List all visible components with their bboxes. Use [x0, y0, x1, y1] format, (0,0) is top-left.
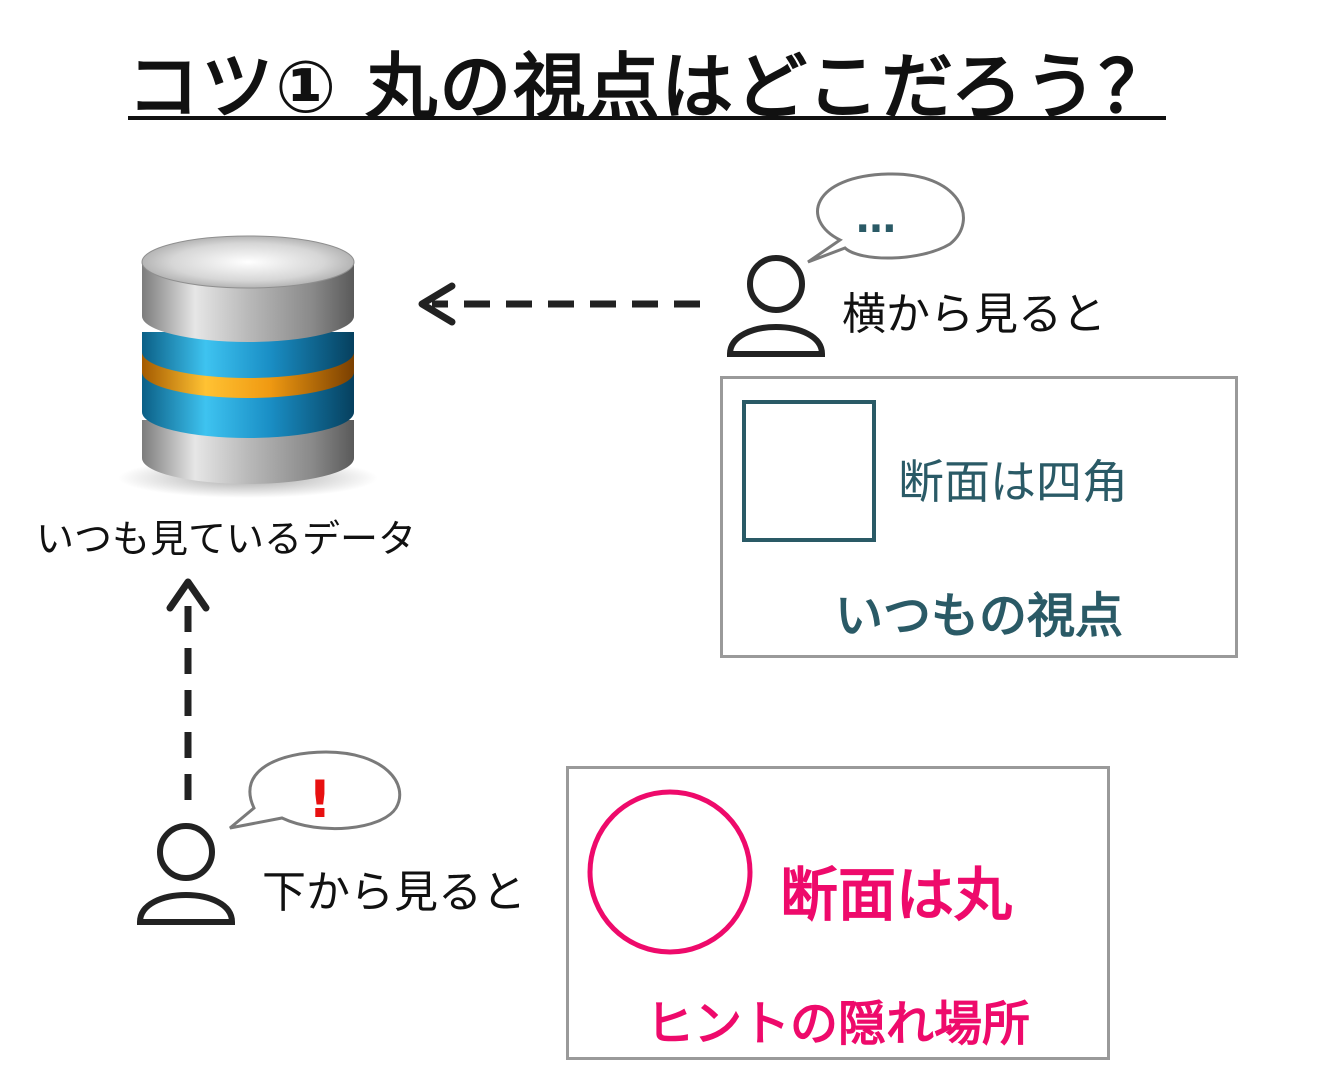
side-bubble-text: … [856, 196, 906, 242]
bottom-view-arrow [166, 578, 210, 800]
side-speech-bubble [807, 172, 965, 264]
page-title: コツ① 丸の視点はどこだろう？ [127, 45, 1173, 129]
hint-box [566, 766, 1110, 1060]
circle-cross-section-label: 断面は丸 [780, 861, 1013, 929]
square-cross-section-icon [742, 400, 876, 542]
usual-viewpoint-caption: いつもの視点 [834, 588, 1123, 644]
side-viewer-person-icon [726, 255, 826, 357]
title-underline [128, 116, 1166, 120]
bottom-view-label: 下から見ると [262, 867, 526, 918]
bottom-bubble-text: ! [308, 770, 332, 830]
square-cross-section-label: 断面は四角 [898, 455, 1128, 509]
usual-viewpoint-box [720, 376, 1238, 658]
side-view-label: 横から見ると [842, 289, 1106, 340]
hint-caption: ヒントの隠れ場所 [645, 996, 1030, 1052]
bottom-viewer-person-icon [136, 823, 236, 925]
circle-cross-section-icon [587, 789, 753, 955]
database-icon [118, 235, 378, 498]
side-view-arrow [418, 282, 700, 326]
bottom-speech-bubble [229, 750, 402, 831]
database-label: いつも見ているデータ [36, 517, 417, 561]
